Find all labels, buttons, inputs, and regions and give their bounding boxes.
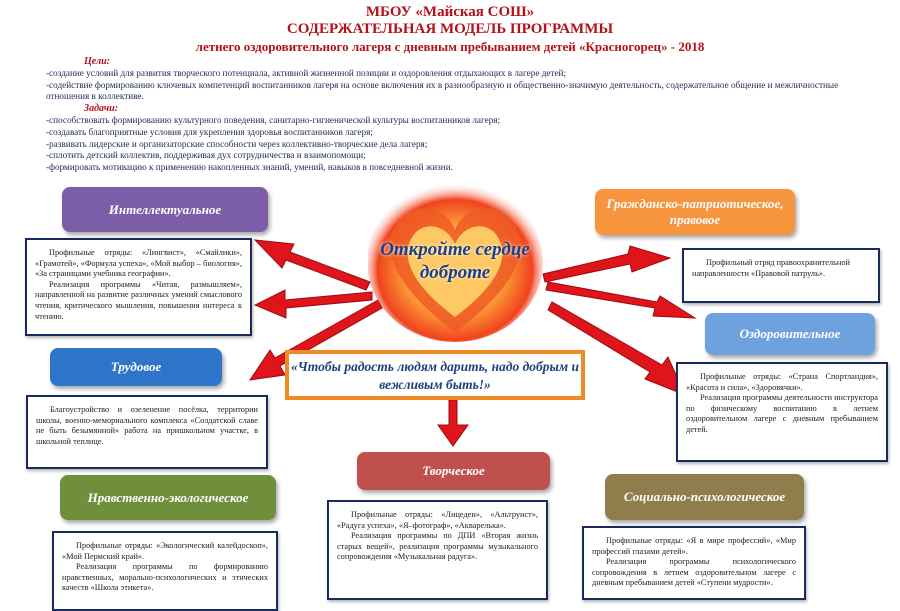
description-text: Профильные отряды: «Лицедеи», «Альтруист… (337, 510, 538, 530)
direction-civic-patriotic[interactable]: Гражданско-патриотическое, правовое (595, 189, 795, 235)
direction-creative[interactable]: Творческое (357, 452, 550, 490)
description-text: Профильные отряды: «Я в мире профессий»,… (592, 536, 796, 556)
school-name: МБОУ «Майская СОШ» (365, 4, 535, 20)
task-item: -создавать благоприятные условия для укр… (46, 126, 373, 137)
description-text: Профильные отряды: «Экологический калейд… (62, 541, 268, 561)
tasks-heading: Задачи: (84, 103, 119, 115)
description-text: Реализация программы по формированию нра… (62, 562, 268, 593)
description-text: Реализация программы «Читая, размышляем»… (35, 279, 242, 321)
heart-slogan: Откройте сердце доброте (380, 239, 530, 283)
moral-description: Профильные отряды: «Экологический калейд… (52, 531, 278, 611)
document-subtitle: летнего оздоровительного лагеря с дневны… (195, 39, 705, 54)
heart-icon (368, 182, 543, 342)
direction-moral-ecological[interactable]: Нравственно-экологическое (60, 475, 276, 520)
arrow-to-intellectual-box (253, 289, 373, 319)
description-text: Реализация программы психологического со… (592, 557, 796, 588)
arrow-to-health (545, 281, 697, 319)
social-description: Профильные отряды: «Я в мире профессий»,… (582, 526, 806, 600)
task-item: -сплотить детский коллектив, поддерживая… (46, 150, 366, 161)
description-text: Благоустройство и озеленение посёлка, те… (36, 405, 258, 446)
task-item: -способствовать формированию культурного… (46, 114, 501, 125)
arrow-to-civic (542, 245, 672, 283)
description-text: Профильные отряды: «Лингвист», «Смайлики… (35, 248, 242, 279)
motto-quote: «Чтобы радость людям дарить, надо добрым… (285, 350, 585, 400)
goal-item: -содействие формированию ключевых компет… (46, 79, 839, 102)
task-item: -формировать мотивацию к применению нако… (46, 162, 453, 173)
goals-and-tasks: Цели: -создание условий для развития тво… (46, 56, 866, 174)
arrow-to-creative (437, 399, 469, 447)
description-text: Профильный отряд правоохранительной напр… (692, 258, 850, 278)
intellectual-description: Профильные отряды: «Лингвист», «Смайлики… (25, 238, 252, 336)
direction-health[interactable]: Оздоровительное (705, 313, 875, 355)
goals-heading: Цели: (84, 56, 110, 67)
heart-image (368, 182, 543, 342)
direction-intellectual[interactable]: Интеллектуальное (62, 187, 268, 232)
health-description: Профильные отряды: «Страна Спортландия»,… (676, 362, 888, 462)
arrow-to-intellectual (253, 239, 371, 291)
goal-item: -создание условий для развития творческо… (46, 67, 567, 78)
arrow-to-labor (248, 299, 383, 381)
task-item: -развивать лидерские и организаторские с… (46, 138, 428, 149)
document-title: СОДЕРЖАТЕЛЬНАЯ МОДЕЛЬ ПРОГРАММЫ (286, 21, 614, 37)
creative-description: Профильные отряды: «Лицедеи», «Альтруист… (327, 500, 548, 600)
civic-description: Профильный отряд правоохранительной напр… (682, 248, 880, 303)
description-text: Реализация программы по ДПИ «Вторая жизн… (337, 531, 538, 562)
description-text: Реализация программы деятельности инстру… (686, 393, 878, 434)
direction-labor[interactable]: Трудовое (50, 348, 222, 386)
description-text: Профильные отряды: «Страна Спортландия»,… (686, 372, 878, 392)
labor-description: Благоустройство и озеленение посёлка, те… (26, 395, 268, 469)
direction-social-psychological[interactable]: Социально-психологическое (605, 474, 804, 520)
